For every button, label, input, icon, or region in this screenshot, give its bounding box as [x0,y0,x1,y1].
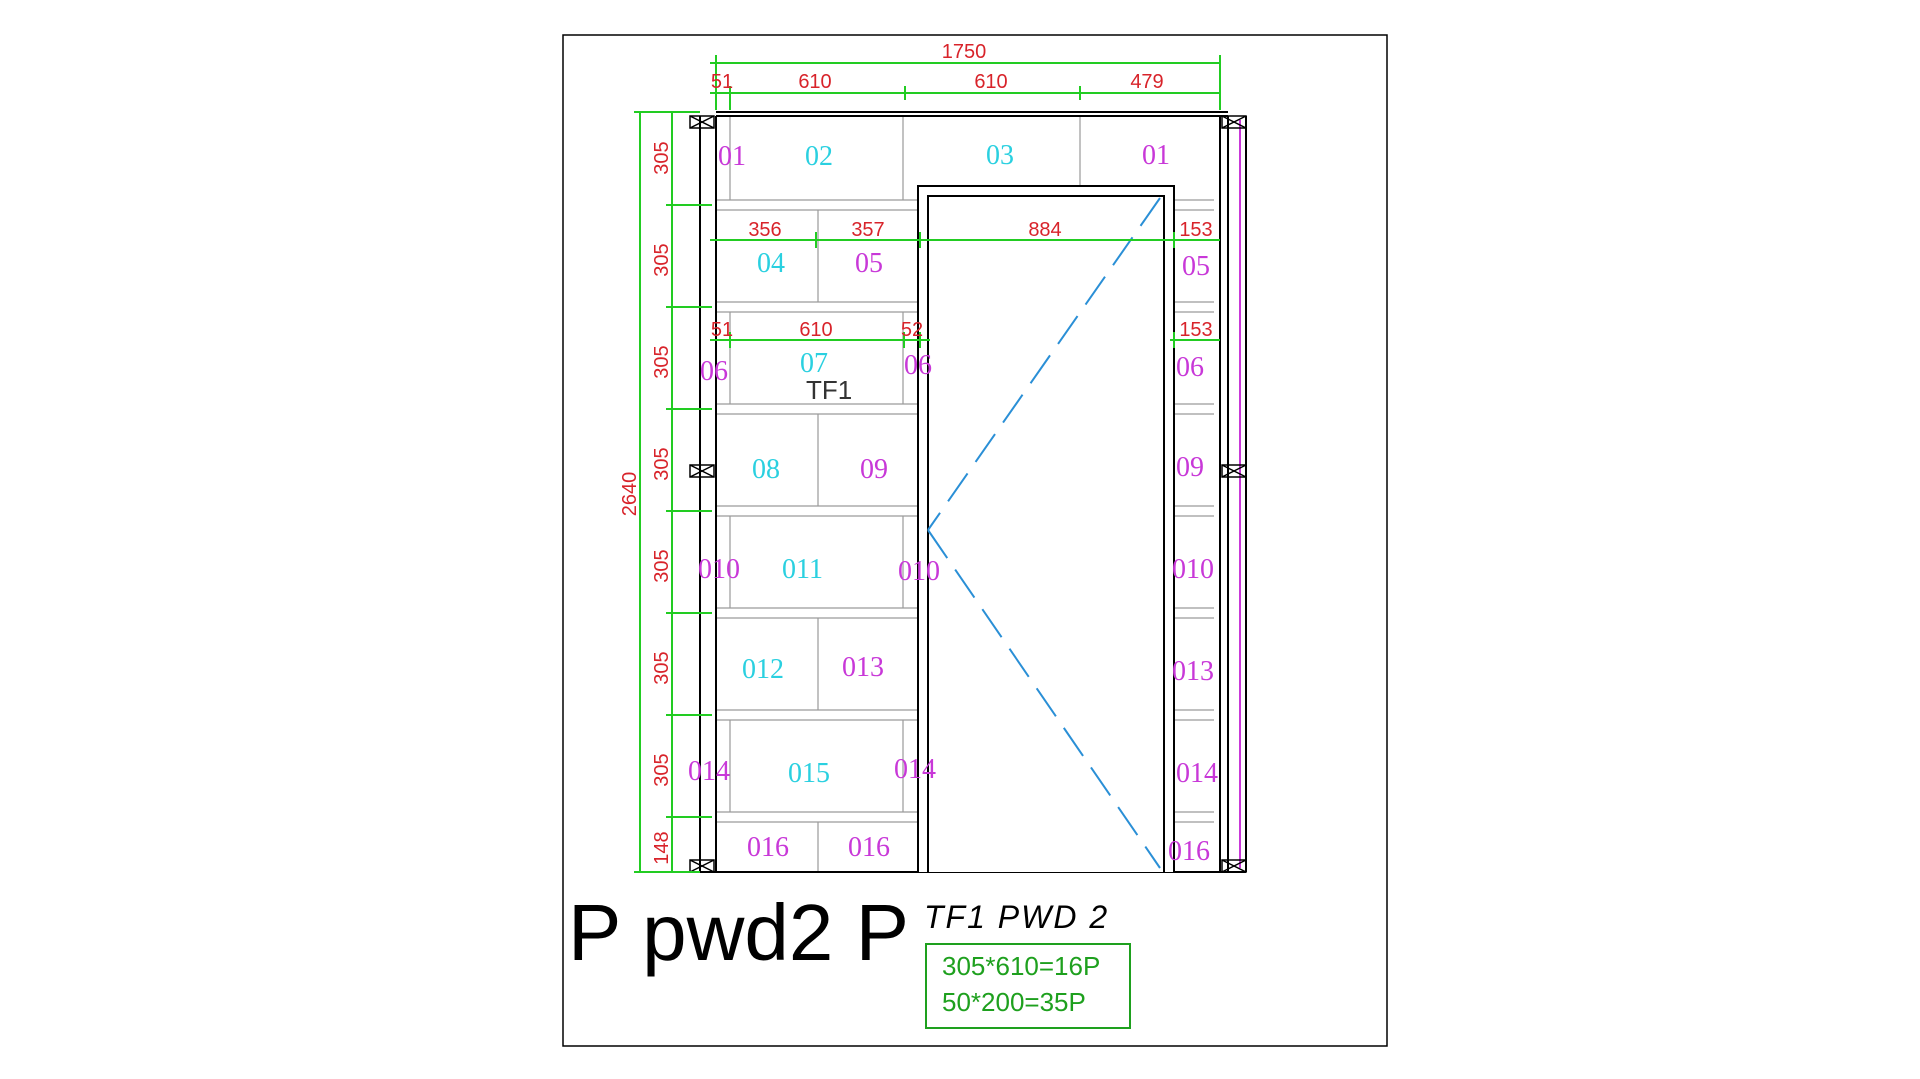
fixing-marks [689,115,1247,873]
tile-label: 05 [855,248,883,279]
tile-label: 09 [1176,452,1204,483]
dim-row2-3: 884 [1028,219,1061,241]
tile-label: 02 [805,141,833,172]
sheet-border [562,34,1388,1047]
door-frame [917,185,1175,872]
dimension-lines [634,55,1221,873]
quantity-note-2: 50*200=35P [942,987,1086,1017]
tile-grid [716,115,1214,872]
tile-label: 07 [800,348,828,379]
dim-row3-2: 610 [799,319,832,341]
wall-outline [699,111,1247,873]
tile-label: 012 [742,654,784,685]
dim-total-width: 1750 [942,41,987,63]
dim-row2-4: 153 [1179,219,1212,241]
tile-label: 05 [1182,251,1210,282]
tile-label: 016 [1168,836,1210,867]
door-swing [927,197,1161,869]
tile-label: 014 [1176,758,1218,789]
dim-total-height: 2640 [619,472,641,517]
dim-top-3: 610 [974,71,1007,93]
dim-top-4: 479 [1130,71,1163,93]
tile-label: 016 [747,832,789,863]
tile-label: 011 [782,554,823,585]
dim-top-1: 51 [711,71,733,93]
tile-label: 09 [860,454,888,485]
dim-side-7: 305 [651,753,673,786]
tile-label: 06 [700,356,728,387]
dim-row3-4: 153 [1179,319,1212,341]
dim-side-6: 305 [651,651,673,684]
tile-label: 013 [842,652,884,683]
dim-side-4: 305 [651,447,673,480]
tile-label: 010 [698,554,740,585]
tile-label: 014 [894,754,936,785]
drawing-title: P pwd2 P [568,888,909,977]
dim-side-3: 305 [651,345,673,378]
dim-row2-2: 357 [851,219,884,241]
tile-label: 08 [752,454,780,485]
tile-label: 010 [898,556,940,587]
dim-side-1: 305 [651,141,673,174]
dim-top-2: 610 [798,71,831,93]
dim-row3-1: 51 [711,319,733,341]
dim-row3-3: 52 [901,319,923,341]
tile-label: 015 [788,758,830,789]
drawing-subtitle: TF1 PWD 2 [924,899,1109,935]
tile-label: 014 [688,756,730,787]
tile-label: 04 [757,248,785,279]
tile-label: 01 [718,141,746,172]
tile-label: 016 [848,832,890,863]
tile-label: 01 [1142,140,1170,171]
dim-side-2: 305 [651,243,673,276]
quantity-note-box [925,943,1131,1029]
tile-label: 013 [1172,656,1214,687]
tile-label: 010 [1172,554,1214,585]
tag-tf1: TF1 [806,375,852,405]
tile-label: 06 [1176,352,1204,383]
dim-side-5: 305 [651,549,673,582]
dim-row2-1: 356 [748,219,781,241]
tile-label: 03 [986,140,1014,171]
quantity-note-1: 305*610=16P [942,951,1100,981]
tile-label: 06 [904,350,932,381]
dim-side-8: 148 [651,831,673,864]
